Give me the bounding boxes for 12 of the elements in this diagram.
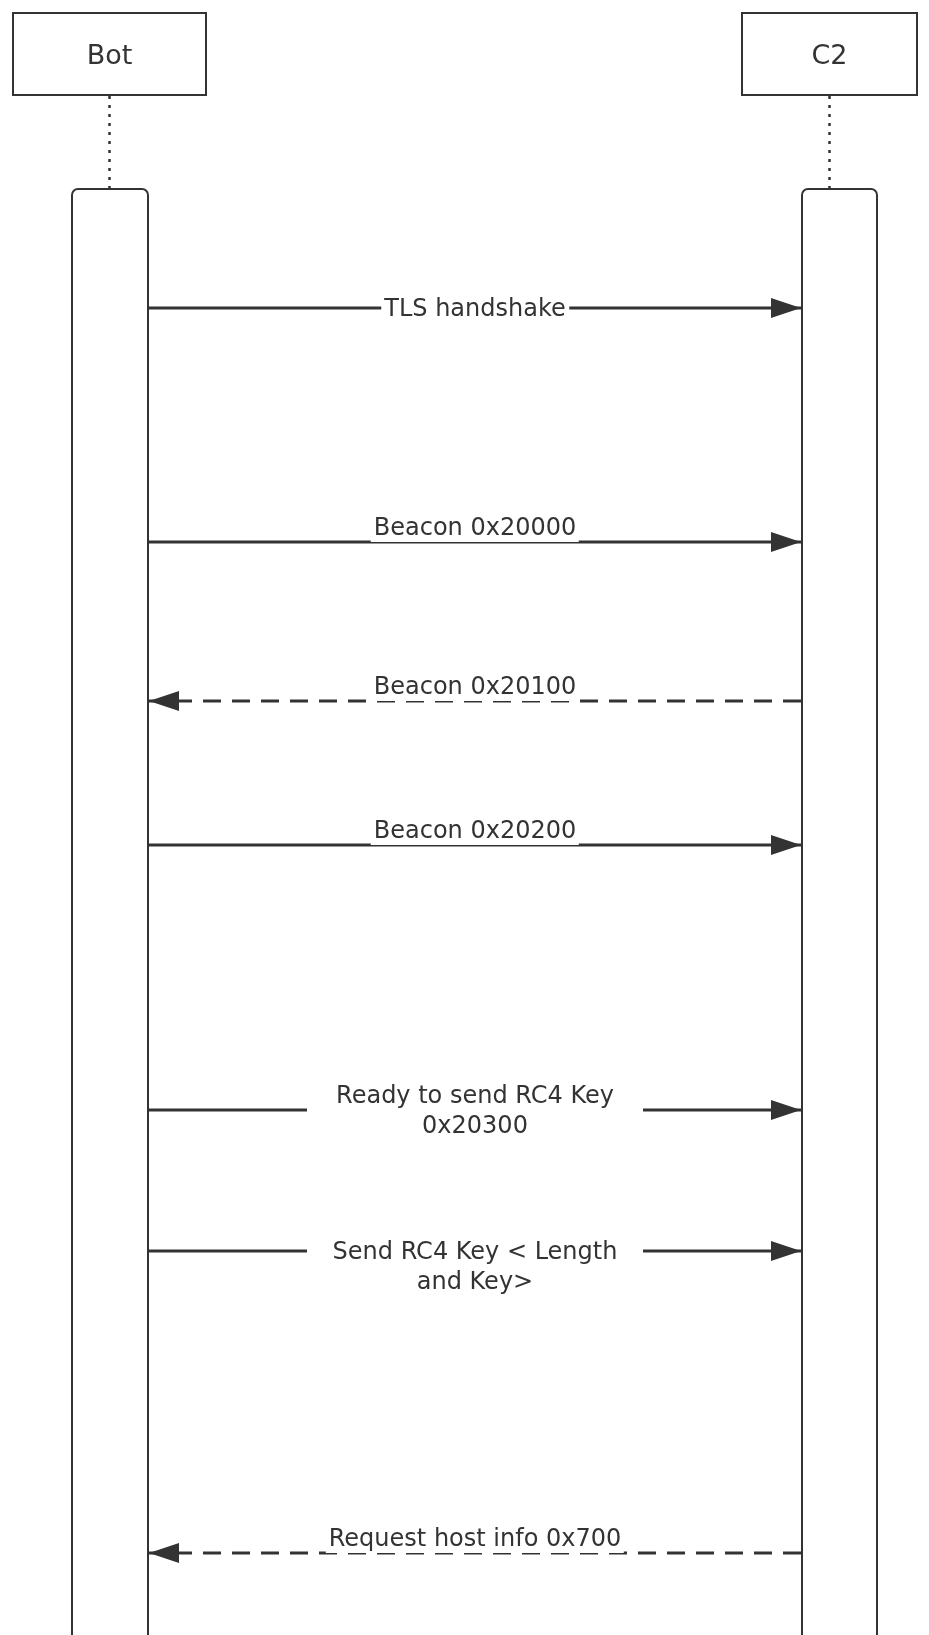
lifeline (828, 96, 831, 188)
message-arrow (149, 532, 801, 552)
message-arrow (149, 691, 801, 711)
activation-bar (801, 188, 878, 1635)
participant-name: C2 (811, 38, 848, 70)
participant-box (12, 12, 207, 96)
message-arrow (149, 1543, 801, 1563)
message-arrow (149, 835, 801, 855)
participant-name: Bot (86, 38, 133, 70)
activation-bar (71, 188, 149, 1635)
lifeline (108, 96, 111, 188)
participant-box (741, 12, 918, 96)
